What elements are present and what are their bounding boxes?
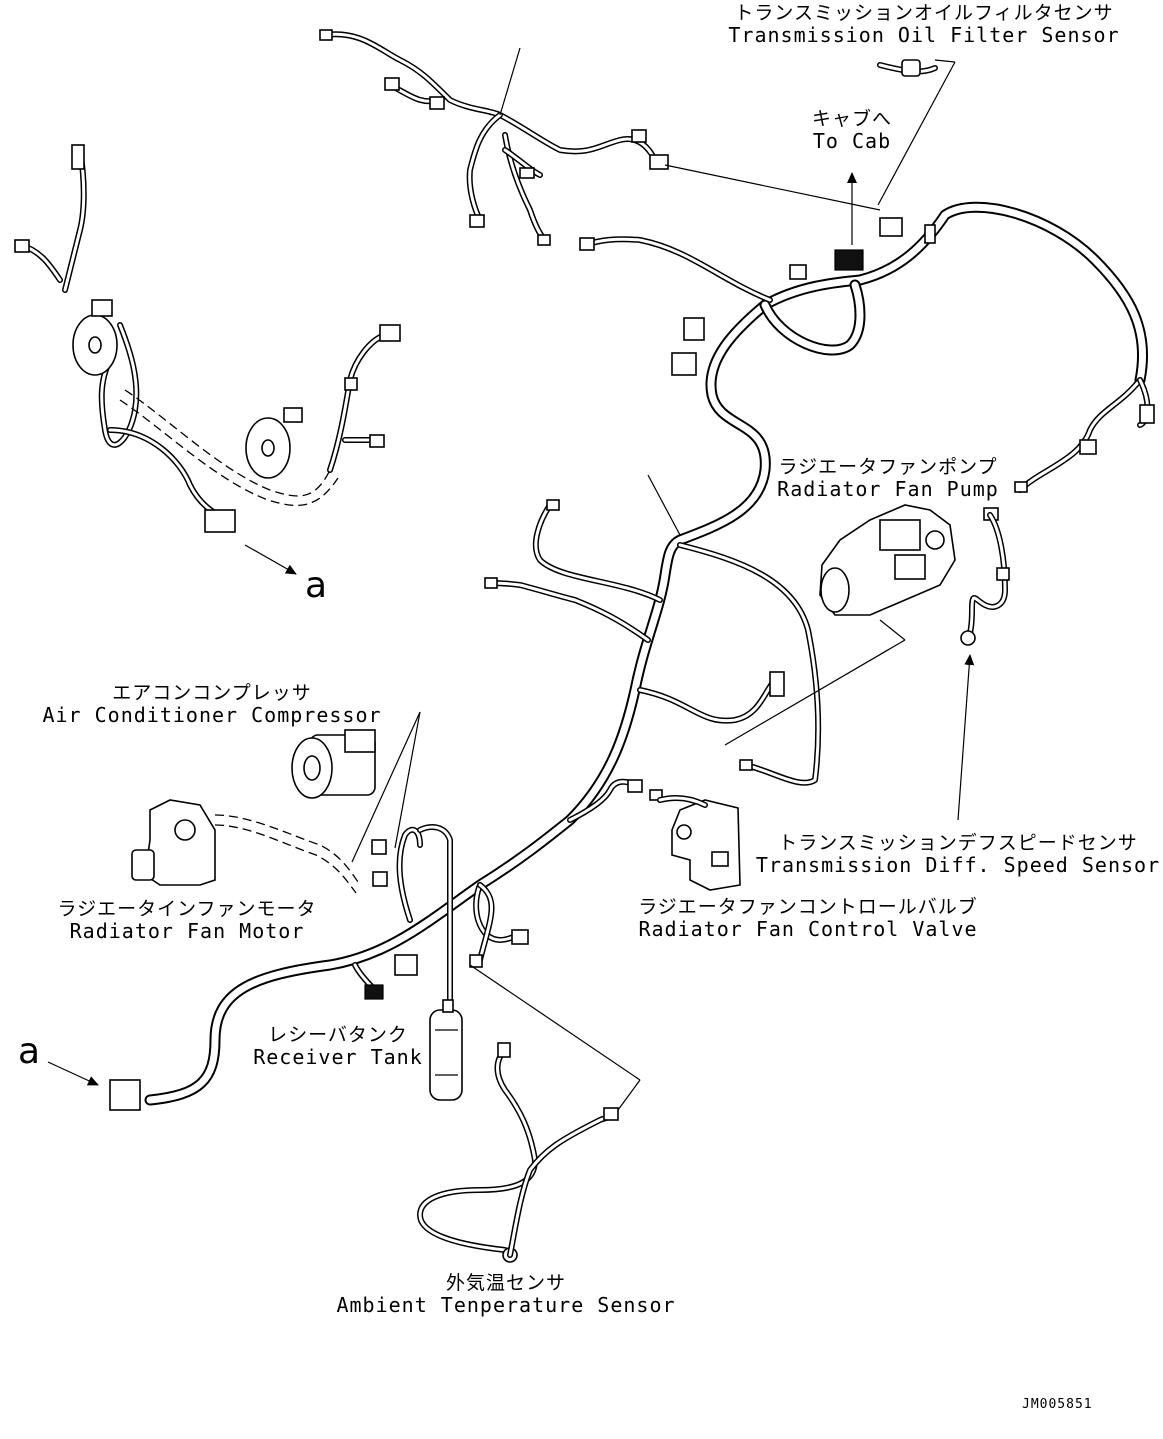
receiver-tank-label: レシーバタンク Receiver Tank [253,1024,423,1068]
horn-left [72,299,118,376]
ambient-temp-sensor [417,964,641,1263]
trans-oil-filter-sensor [877,59,956,206]
leader-lines [47,164,881,1086]
trans-diff-speed-label-en: Transmission Diff. Speed Sensor [755,853,1161,877]
connectors [14,29,1155,1111]
radiator-fan-control-valve-label: ラジエータファンコントロールバルブ Radiator Fan Control V… [638,896,978,940]
ambient-temp-label: 外気温センサ Ambient Tenperature Sensor [336,1272,675,1316]
document-id: JM005851 [1022,1397,1093,1412]
radiator-fan-pump-label: ラジエータファンポンプ Radiator Fan Pump [777,456,999,500]
ac-compressor-label-jp: エアコンコンプレッサ [112,682,312,704]
radiator-fan-control-valve [657,794,741,891]
upper-harness-leader [499,47,521,116]
air-conditioner-compressor [291,711,421,863]
ambient-temp-label-jp: 外気温センサ [445,1272,567,1294]
radiator-fan-pump-label-en: Radiator Fan Pump [777,477,999,501]
radiator-fan-motor-label: ラジエータインファンモータ Radiator Fan Motor [57,898,316,942]
to-cab-label-jp: キャブへ [811,108,893,130]
trans-oil-filter-label-jp: トランスミッションオイルフィルタセンサ [734,2,1114,24]
ac-compressor-label-en: Air Conditioner Compressor [42,703,382,727]
trans-diff-speed-label-jp: トランスミッションデフスピードセンサ [778,832,1138,854]
radiator-fan-motor [131,799,361,894]
trans-diff-speed-label: トランスミッションデフスピードセンサ Transmission Diff. Sp… [756,832,1160,876]
trans-diff-speed-sensor [957,512,1010,821]
receiver-tank-label-jp: レシーバタンク [268,1024,408,1046]
main-harness [144,201,1151,1106]
to-cab-label-en: To Cab [812,129,892,153]
radiator-fan-pump [724,504,956,746]
ac-compressor-label: エアコンコンプレッサ Air Conditioner Compressor [42,682,381,726]
receiver-tank [429,999,463,1101]
upper-harness [322,31,658,243]
radiator-fan-pump-label-jp: ラジエータファンポンプ [778,456,998,478]
to-cab-label: キャブへ To Cab [812,108,892,152]
ref-letter-a-top: a [305,565,328,606]
radiator-fan-control-valve-label-jp: ラジエータファンコントロールバルブ [638,896,978,918]
trans-oil-filter-label: トランスミッションオイルフィルタセンサ Transmission Oil Fil… [728,2,1119,46]
horn-right [245,407,303,479]
radiator-fan-motor-label-en: Radiator Fan Motor [69,919,305,943]
radiator-fan-control-valve-label-en: Radiator Fan Control Valve [638,917,978,941]
ambient-temp-label-en: Ambient Tenperature Sensor [336,1293,676,1317]
radiator-fan-motor-label-jp: ラジエータインファンモータ [57,898,317,920]
receiver-tank-label-en: Receiver Tank [253,1045,423,1069]
ref-letter-a-bottom: a [18,1031,41,1072]
trans-oil-filter-label-en: Transmission Oil Filter Sensor [728,23,1120,47]
